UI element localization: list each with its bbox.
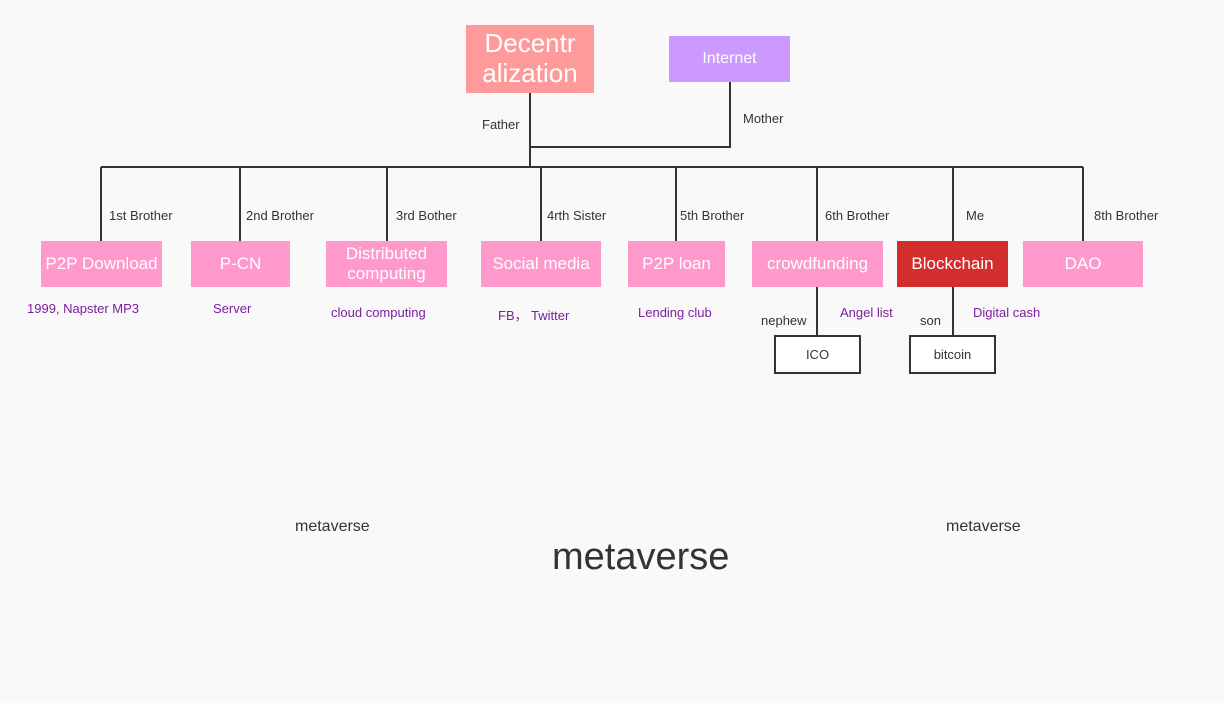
child-node-label: DAO [1064, 253, 1102, 273]
child-node-p2p-download: P2P Download [41, 241, 162, 287]
child-note: Lending club [638, 305, 712, 320]
grandchild-node-label: bitcoin [933, 347, 972, 362]
child-node-distributed-computing: Distributed computing [326, 241, 447, 287]
child-node-label: Distributed computing [345, 243, 428, 283]
child-node-label: Social media [492, 253, 590, 273]
metaverse-label-right: metaverse [946, 518, 1021, 535]
relation-label: 8th Brother [1094, 208, 1159, 223]
relation-label: 1st Brother [109, 208, 173, 223]
nephew-label: nephew [761, 313, 807, 328]
father-label: Father [482, 117, 520, 132]
relation-label: 3rd Bother [396, 208, 457, 223]
child-note: Angel list [840, 305, 893, 320]
metaverse-title: metaverse [552, 536, 730, 578]
mother-node-internet: Internet [669, 36, 790, 82]
mother-connector [530, 82, 731, 148]
relation-label: 4rth Sister [547, 208, 607, 223]
child-note: 1999, Napster MP3 [27, 301, 140, 316]
child-node-p2p-loan: P2P loan [628, 241, 725, 287]
child-node-label: crowdfunding [766, 253, 869, 273]
grandchild-node-bitcoin: bitcoin [909, 335, 996, 374]
relation-label: 5th Brother [680, 208, 745, 223]
child-node-label: P-CN [219, 253, 262, 273]
child-note: Server [213, 301, 252, 316]
metaverse-label-left: metaverse [295, 518, 370, 535]
root-node-decentralization: Decentr alization [466, 25, 594, 93]
grandchild-node-ico: ICO [774, 335, 861, 374]
child-node-label: P2P Download [45, 253, 158, 273]
child-note: FB， Twitter [498, 308, 570, 323]
child-node-label: P2P loan [642, 253, 711, 273]
relation-label: 6th Brother [825, 208, 890, 223]
child-node-dao: DAO [1023, 241, 1143, 287]
child-node-label: Blockchain [911, 253, 994, 273]
mother-node-label: Internet [702, 50, 757, 68]
mother-label: Mother [743, 111, 784, 126]
child-note: Digital cash [973, 305, 1041, 320]
child-node-p-cn: P-CN [191, 241, 290, 287]
son-label: son [920, 313, 941, 328]
root-node-label: Decentr alization [482, 28, 578, 88]
child-node-blockchain: Blockchain [897, 241, 1008, 287]
child-note: cloud computing [331, 305, 426, 320]
relation-label: 2nd Brother [246, 208, 314, 223]
child-node-social-media: Social media [481, 241, 601, 287]
child-node-crowdfunding: crowdfunding [752, 241, 883, 287]
relation-label: Me [966, 208, 985, 223]
grandchild-node-label: ICO [805, 347, 830, 362]
